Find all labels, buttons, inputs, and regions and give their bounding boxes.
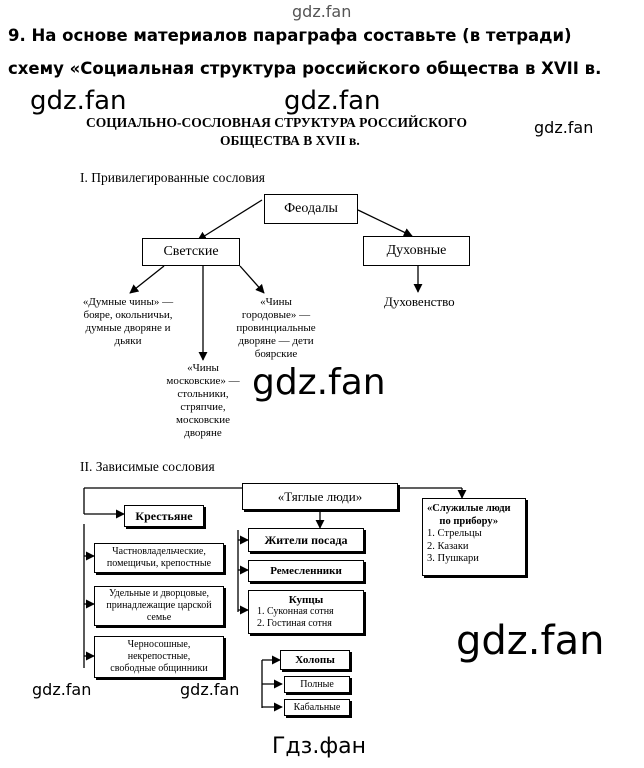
sluzhilye-item: 1. Стрельцы xyxy=(427,528,482,539)
diagram-title-line-2: ОБЩЕСТВА В XVII в. xyxy=(220,133,360,148)
kupcy-item: 1. Суконная сотня xyxy=(257,606,334,617)
udelnye-line: семье xyxy=(146,612,172,623)
arrow-svetskie-dumnye xyxy=(129,265,165,294)
svetskie-box: Светские xyxy=(142,238,240,266)
sluzhilye-title-line: «Служилые люди xyxy=(427,503,511,514)
gorodovye-line: городовые» — xyxy=(241,309,311,321)
remeslenniki-label: Ремесленники xyxy=(270,565,342,577)
polnye-box: Полные xyxy=(284,676,350,693)
chernososhnye-line: Черносошные, xyxy=(127,639,191,650)
task-line-1: 9. На основе материалов параграфа состав… xyxy=(8,26,572,45)
kabalnye-label: Кабальные xyxy=(293,702,341,713)
watermark-right-top: gdz.fan xyxy=(534,118,594,137)
gorodovye-chiny-text: «Чины городовые» — провинциальные дворян… xyxy=(226,296,326,361)
duhovenstvo-label: Духовенство xyxy=(384,294,455,309)
gorodovye-line: дворяне — дети xyxy=(238,335,314,347)
kabalnye-box: Кабальные xyxy=(284,699,350,716)
dumnye-chiny-text: «Думные чины» — бояре, окольничьи, думны… xyxy=(78,296,178,348)
moskovskie-line: стряпчие, xyxy=(180,401,226,413)
tyaglye-label: «Тяглые люди» xyxy=(277,488,363,504)
duhovnye-box: Духовные xyxy=(363,236,470,266)
tyaglye-box: «Тяглые люди» xyxy=(242,483,398,510)
watermark-right-big: gdz.fan xyxy=(456,618,605,664)
moskovskie-line: московские» — xyxy=(166,375,240,387)
duhovnye-label: Духовные xyxy=(386,243,447,258)
watermark-footer: Гдз.фан xyxy=(272,734,366,759)
moskovskie-line: «Чины xyxy=(187,362,219,374)
moskovskie-line: московские xyxy=(175,414,231,426)
arrow-feodaly-duhovnye xyxy=(357,209,413,237)
sluzhilye-box: «Служилые люди по прибору» 1. Стрельцы 2… xyxy=(422,498,526,576)
udelnye-line: принадлежащие царской xyxy=(106,600,212,611)
arrow-svetskie-gorodovye xyxy=(239,265,265,294)
watermark-center-top: gdz.fan xyxy=(284,86,381,116)
krestyane-box: Крестьяне xyxy=(124,505,204,527)
diagram-title-line-1: СОЦИАЛЬНО-СОСЛОВНАЯ СТРУКТУРА РОССИЙСКОГ… xyxy=(86,115,467,130)
arrow-feodaly-svetskie xyxy=(197,199,263,241)
kupcy-item: 2. Гостиная сотня xyxy=(257,618,332,629)
section-2-title: II. Зависимые сословия xyxy=(80,459,215,474)
sluzhilye-item: 3. Пушкари xyxy=(427,553,479,564)
dumnye-line: бояре, окольничьи, xyxy=(83,309,173,321)
zhiteli-posada-label: Жители посада xyxy=(264,532,348,547)
moskovskie-chiny-text: «Чины московские» — стольники, стряпчие,… xyxy=(158,362,248,440)
udelnye-line: Удельные и дворцовые, xyxy=(108,588,210,599)
watermark-bottom-left: gdz.fan xyxy=(32,680,92,699)
kupcy-box: Купцы 1. Суконная сотня 2. Гостиная сотн… xyxy=(248,590,364,634)
svetskie-label: Светские xyxy=(163,244,219,259)
gorodovye-line: провинциальные xyxy=(236,322,316,334)
chernososhnye-box: Черносошные, некрепостные, свободные общ… xyxy=(94,636,224,678)
chernososhnye-line: свободные общинники xyxy=(110,663,208,674)
holopy-label: Холопы xyxy=(295,654,335,666)
task-line-2: схему «Социальная структура российского … xyxy=(8,59,602,78)
gorodovye-line: «Чины xyxy=(260,296,292,308)
moskovskie-line: стольники, xyxy=(177,388,229,400)
chastnovladelcheskie-line: Частновладельческие, xyxy=(112,546,206,557)
moskovskie-line: дворяне xyxy=(184,427,222,439)
dumnye-line: думные дворяне и xyxy=(85,322,171,334)
holopy-box: Холопы xyxy=(280,650,350,670)
udelnye-box: Удельные и дворцовые, принадлежащие царс… xyxy=(94,586,224,626)
polnye-label: Полные xyxy=(300,679,334,690)
feodaly-label: Феодалы xyxy=(284,201,338,216)
chastnovladelcheskie-box: Частновладельческие, помещичьи, крепостн… xyxy=(94,543,224,573)
watermark-bottom-center: gdz.fan xyxy=(180,680,240,699)
sluzhilye-title-line: по прибору» xyxy=(439,515,499,527)
watermark-middle: gdz.fan xyxy=(252,362,386,403)
chastnovladelcheskie-line: помещичьи, крепостные xyxy=(106,558,212,569)
krestyane-label: Крестьяне xyxy=(135,508,193,523)
dumnye-line: «Думные чины» — xyxy=(82,296,174,308)
dumnye-line: дьяки xyxy=(114,335,142,347)
chernososhnye-line: некрепостные, xyxy=(127,651,191,662)
feodaly-box: Феодалы xyxy=(264,194,358,224)
zhiteli-posada-box: Жители посада xyxy=(248,528,364,552)
gorodovye-line: боярские xyxy=(254,348,298,360)
section-1-title: I. Привилегированные сословия xyxy=(80,170,265,185)
remeslenniki-box: Ремесленники xyxy=(248,560,364,582)
watermark-top: gdz.fan xyxy=(292,2,352,21)
kupcy-title: Купцы xyxy=(288,594,324,606)
sluzhilye-item: 2. Казаки xyxy=(427,540,469,552)
watermark-left: gdz.fan xyxy=(30,86,127,116)
